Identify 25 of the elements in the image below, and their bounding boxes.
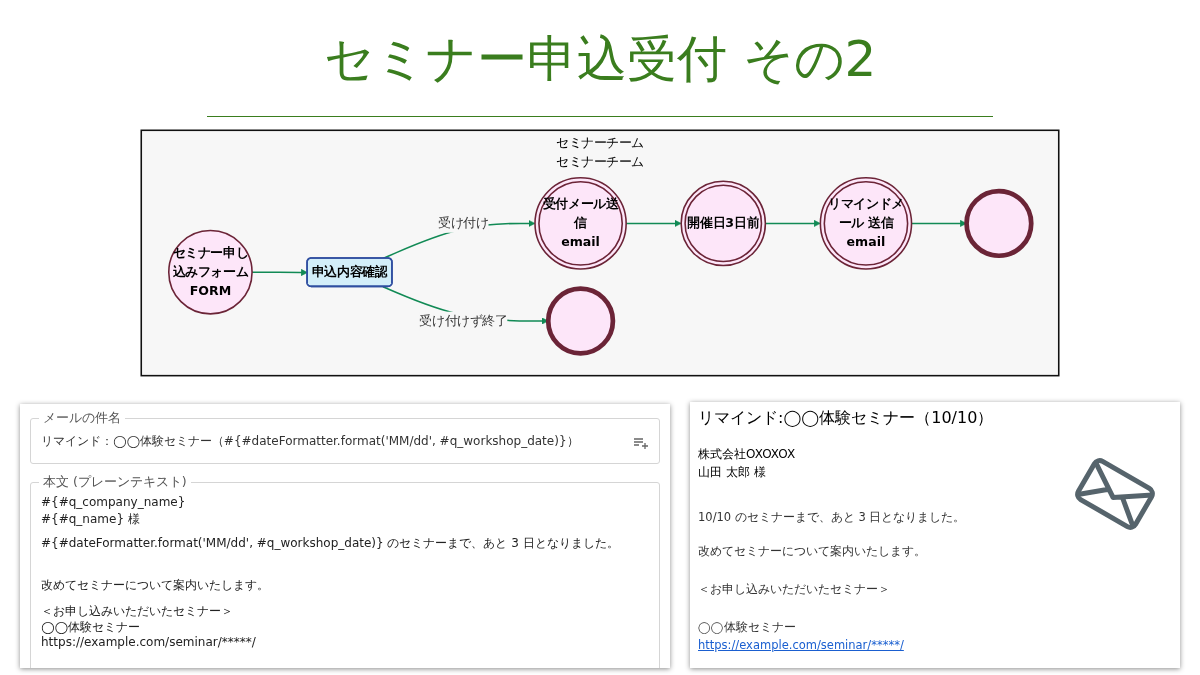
email-text: 山田 太郎 様 xyxy=(698,464,766,481)
edge-label: 受け付けず終了 xyxy=(419,313,508,329)
body-text: #{#q_name} 様 xyxy=(41,511,140,528)
edge-label: 受け付け xyxy=(438,215,489,231)
email-text: ＜お申し込みいただいたセミナー＞ xyxy=(698,582,890,597)
body-text: https://example.com/seminar/*****/ xyxy=(41,635,256,649)
email-text: 10/10 のセミナーまで、あと 3 日となりました。 xyxy=(698,510,966,525)
email-subject: リマインド:◯◯体験セミナー（10/10） xyxy=(698,408,994,429)
link: https://example.com/seminar/*****/ xyxy=(698,638,904,652)
body-text: 改めてセミナーについて案内いたします。 xyxy=(41,577,269,594)
field-legend: メールの件名 xyxy=(39,410,125,427)
node-circle xyxy=(545,286,616,356)
body-text: ＜お申し込みいただいたセミナー＞ xyxy=(41,603,233,620)
node-circle: 開催日3日前 xyxy=(680,180,767,267)
node-circle: セミナー申し込みフォーム FORM xyxy=(168,229,253,315)
email-text: 株式会社OXOXOX xyxy=(698,446,796,463)
field-legend: 本文 (プレーンテキスト) xyxy=(39,474,191,491)
body-text: #{#dateFormatter.format('MM/dd', #q_workshop_date)} のセミナーまで、あと 3 日となりました。 xyxy=(41,535,620,551)
title: セミナー申込受付 その2 xyxy=(322,29,878,90)
node-circle xyxy=(964,188,1034,259)
body-text: ◯◯体験セミナー xyxy=(41,619,140,636)
email-text: ◯◯体験セミナー xyxy=(698,620,796,635)
subject-text: リマインド：◯◯体験セミナー（#{#dateFormatter.format('MM/dd', #q_workshop_date)}） xyxy=(41,433,579,450)
body-text: #{#q_company_name} xyxy=(41,495,186,509)
email-text: 改めてセミナーについて案内いたします。 xyxy=(698,544,926,559)
